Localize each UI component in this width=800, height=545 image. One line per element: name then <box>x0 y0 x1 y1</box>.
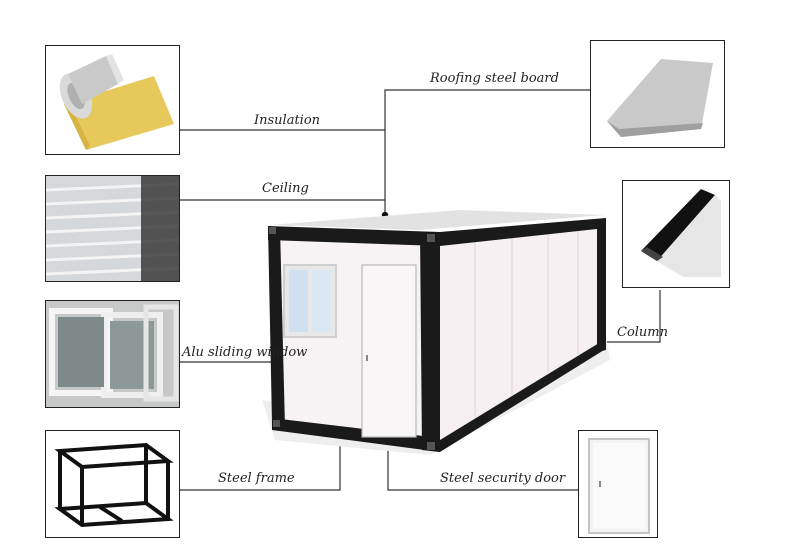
front-right-column <box>420 232 440 452</box>
ceiling-image <box>45 175 180 282</box>
column-profile-icon <box>641 189 721 277</box>
front-top-beam <box>268 226 440 246</box>
label-column: Column <box>617 325 669 340</box>
label-alu-sliding-window: Alu sliding window <box>182 345 308 360</box>
roofing-board-icon <box>607 59 713 137</box>
steel-frame-image <box>45 430 180 538</box>
window-pane-left <box>289 270 308 332</box>
insulation-image <box>45 45 180 155</box>
alu-sliding-window-image <box>45 300 180 408</box>
roof-top <box>270 210 605 230</box>
window-pane-right <box>312 270 331 332</box>
sliding-window-icon <box>46 301 179 407</box>
insulation-roll-icon <box>59 54 174 150</box>
label-steel-security-door: Steel security door <box>440 471 566 486</box>
door-handle <box>366 355 368 361</box>
label-ceiling: Ceiling <box>262 181 309 196</box>
ceiling-panels-icon <box>46 176 179 281</box>
door <box>361 264 417 438</box>
label-steel-frame: Steel frame <box>218 471 295 486</box>
steel-frame-icon <box>54 442 174 528</box>
side-bottom-beam <box>440 340 604 452</box>
rear-column <box>597 218 606 352</box>
front-bottom-beam <box>272 418 440 452</box>
roofing-steel-board-image <box>590 40 725 148</box>
side-wall-panels <box>474 228 579 418</box>
corner-castings <box>269 227 435 450</box>
label-roofing-steel-board: Roofing steel board <box>430 71 559 86</box>
label-insulation: Insulation <box>254 113 321 128</box>
side-top-beam <box>440 218 606 246</box>
side-wall <box>440 225 600 440</box>
security-door-icon <box>588 438 650 534</box>
steel-security-door-image <box>578 430 658 538</box>
column-image <box>622 180 730 288</box>
front-left-column <box>268 226 285 428</box>
